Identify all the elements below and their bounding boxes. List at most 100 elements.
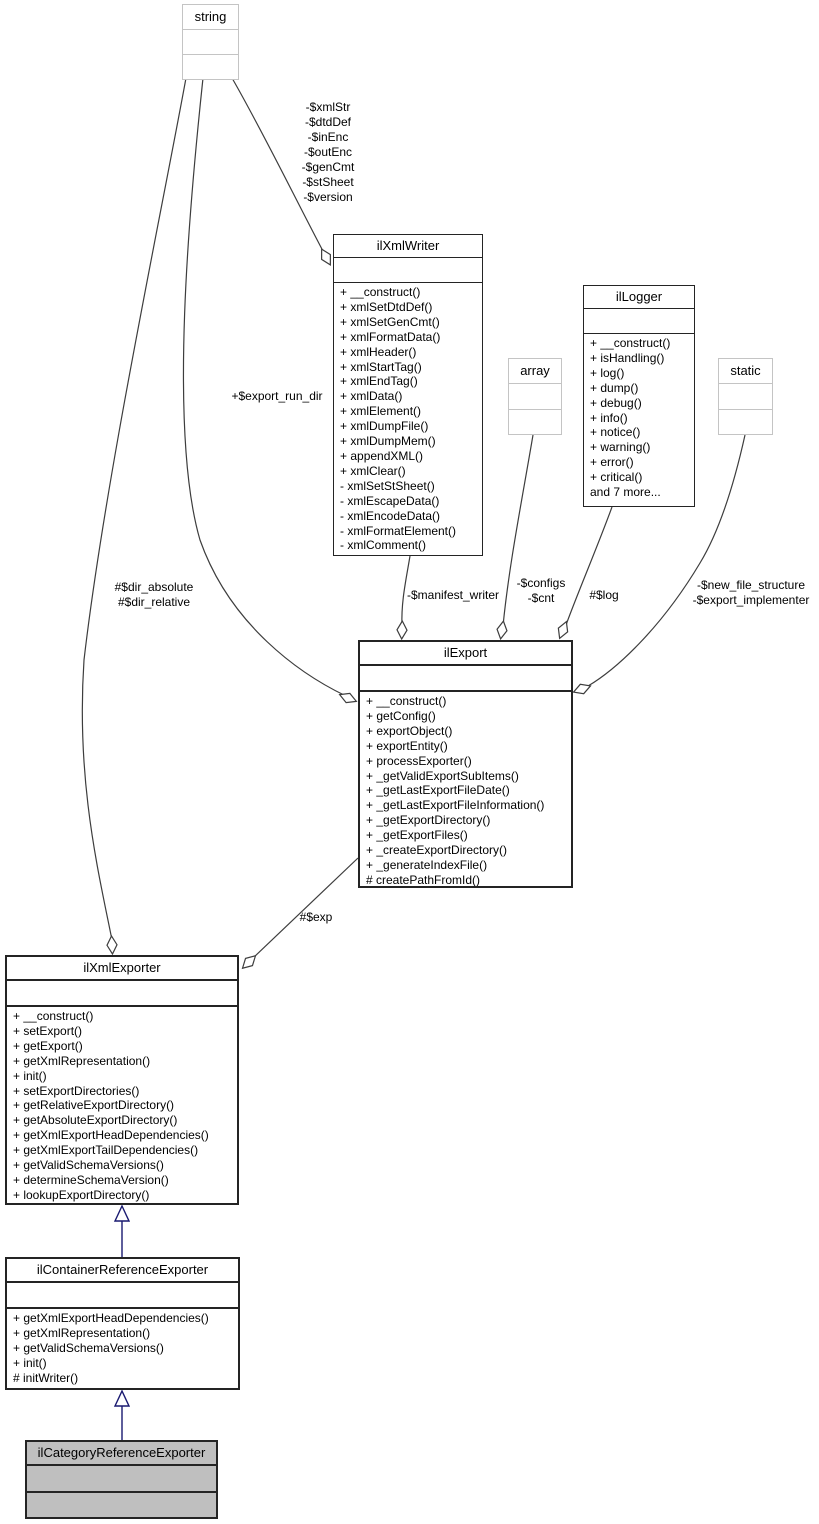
- method-label: + _createExportDirectory(): [366, 843, 508, 858]
- aggregation-diamond: [572, 683, 592, 695]
- empty-compartment: [509, 410, 561, 434]
- edge-illogger-ilexport: [565, 506, 613, 626]
- edge-static-ilexport: [587, 434, 746, 687]
- aggregation-diamond: [241, 954, 257, 970]
- method-label: and 7 more...: [590, 485, 661, 500]
- attributes-compartment: [584, 309, 694, 334]
- method-label: + xmlData(): [340, 389, 403, 404]
- method-label: + __construct(): [590, 336, 671, 350]
- aggregation-diamond: [396, 619, 408, 641]
- method-label: + getValidSchemaVersions(): [13, 1158, 164, 1173]
- method-label: + lookupExportDirectory(): [13, 1187, 150, 1202]
- method-label: + getXmlExportHeadDependencies(): [13, 1128, 209, 1143]
- method-label: + _getLastExportFileInformation(): [366, 798, 545, 813]
- edge-label-line: -$stSheet: [302, 175, 354, 189]
- method-label: + __construct(): [13, 1009, 94, 1023]
- type-title: string: [183, 5, 238, 30]
- method-label: + getExport(): [13, 1038, 83, 1053]
- aggregation-diamond: [321, 248, 331, 266]
- empty-compartment: [719, 410, 772, 434]
- edge-label-string-ilexport: +$export_run_dir: [231, 389, 322, 404]
- method-label: + _getExportDirectory(): [366, 813, 491, 828]
- class-ilxmlwriter[interactable]: ilXmlWriter + __construct()+ xmlSetDtdDe…: [333, 234, 483, 556]
- method-label: + getXmlExportHeadDependencies(): [13, 1311, 209, 1325]
- aggregation-diamond: [496, 619, 508, 641]
- class-title[interactable]: ilXmlWriter: [334, 235, 482, 258]
- edge-ilexport-ilxmlexporter: [252, 857, 359, 959]
- inheritance-arrowhead: [113, 1204, 131, 1222]
- edge-label-string-ilxmlexporter: #$dir_absolute#$dir_relative: [115, 580, 194, 610]
- method-label: + xmlClear(): [340, 463, 406, 478]
- method-label: + xmlDumpMem(): [340, 434, 436, 449]
- method-label: + determineSchemaVersion(): [13, 1172, 169, 1187]
- edge-ilxmlwriter-ilexport: [401, 555, 411, 627]
- edge-label-line: -$configs: [516, 576, 566, 590]
- method-label: # initWriter(): [13, 1370, 79, 1385]
- edge-array-ilexport: [502, 434, 534, 627]
- method-label: + _getLastExportFileDate(): [366, 783, 510, 798]
- methods-compartment: + __construct()+ isHandling()+ log()+ du…: [584, 334, 694, 506]
- class-title[interactable]: ilContainerReferenceExporter: [7, 1259, 238, 1283]
- edge-label-array-ilexport: -$configs-$cnt: [517, 576, 566, 606]
- method-label: + xmlSetDtdDef(): [340, 299, 433, 314]
- method-label: + isHandling(): [590, 350, 665, 365]
- type-array: array: [508, 358, 562, 435]
- type-string: string: [182, 4, 239, 80]
- method-label: + getXmlRepresentation(): [13, 1053, 151, 1068]
- method-label: + exportEntity(): [366, 738, 448, 753]
- class-illogger[interactable]: ilLogger + __construct()+ isHandling()+ …: [583, 285, 695, 507]
- method-label: + xmlDumpFile(): [340, 419, 429, 434]
- method-label: - xmlEscapeData(): [340, 493, 440, 508]
- method-label: - xmlEncodeData(): [340, 508, 441, 523]
- attributes-compartment: [7, 1283, 238, 1309]
- type-static: static: [718, 358, 773, 435]
- method-label: + info(): [590, 410, 628, 425]
- method-label: + __construct(): [366, 694, 447, 708]
- class-title[interactable]: ilExport: [360, 642, 571, 666]
- method-label: + error(): [590, 455, 634, 470]
- class-ilcategoryreferenceexporter: ilCategoryReferenceExporter: [25, 1440, 218, 1519]
- class-ilxmlexporter[interactable]: ilXmlExporter + __construct()+ setExport…: [5, 955, 239, 1205]
- method-label: # createPathFromId(): [366, 872, 481, 886]
- method-label: + processExporter(): [366, 753, 472, 768]
- method-label: + dump(): [590, 380, 639, 395]
- class-title[interactable]: ilXmlExporter: [7, 957, 237, 981]
- empty-compartment: [183, 30, 238, 55]
- aggregation-diamond: [338, 692, 358, 704]
- edge-label-line: #$dir_absolute: [114, 580, 194, 594]
- method-label: + getXmlExportTailDependencies(): [13, 1143, 199, 1158]
- edge-label-line: #$exp: [299, 910, 333, 924]
- edge-label-line: -$inEnc: [307, 130, 349, 144]
- edge-label-line: +$export_run_dir: [231, 389, 323, 403]
- class-ilexport[interactable]: ilExport + __construct()+ getConfig() + e…: [358, 640, 573, 888]
- edge-label-string-ilxmlwriter: -$xmlStr-$dtdDef-$inEnc-$outEnc-$genCmt-…: [302, 100, 355, 205]
- class-title[interactable]: ilLogger: [584, 286, 694, 309]
- method-label: + notice(): [590, 425, 641, 440]
- edge-label-static-ilexport: -$new_file_structure-$export_implementer: [693, 578, 810, 608]
- edge-label-ilexport-ilxmlexporter: #$exp: [300, 910, 333, 925]
- edge-label-line: #$log: [589, 588, 619, 602]
- method-label: + xmlFormatData(): [340, 329, 441, 344]
- empty-compartment: [509, 384, 561, 410]
- method-label: + warning(): [590, 440, 651, 455]
- empty-compartment: [27, 1466, 216, 1493]
- empty-compartment: [719, 384, 772, 410]
- method-label: + _getExportFiles(): [366, 828, 468, 843]
- method-label: + critical(): [590, 470, 643, 485]
- method-label: + init(): [13, 1068, 47, 1083]
- attributes-compartment: [7, 981, 237, 1007]
- edge-label-line: -$genCmt: [301, 160, 355, 174]
- class-ilcontainerreferenceexporter[interactable]: ilContainerReferenceExporter + getXmlExp…: [5, 1257, 240, 1390]
- method-label: + debug(): [590, 395, 642, 410]
- edge-label-line: -$export_implementer: [692, 593, 810, 607]
- method-label: + getConfig(): [366, 708, 436, 723]
- method-label: + xmlStartTag(): [340, 359, 422, 374]
- method-label: - xmlFormatElement(): [340, 523, 457, 538]
- edge-label-line: -$cnt: [527, 591, 555, 605]
- method-label: + _generateIndexFile(): [366, 857, 488, 872]
- empty-compartment: [27, 1493, 216, 1518]
- method-label: + xmlHeader(): [340, 344, 417, 359]
- method-label: + __construct(): [340, 285, 421, 299]
